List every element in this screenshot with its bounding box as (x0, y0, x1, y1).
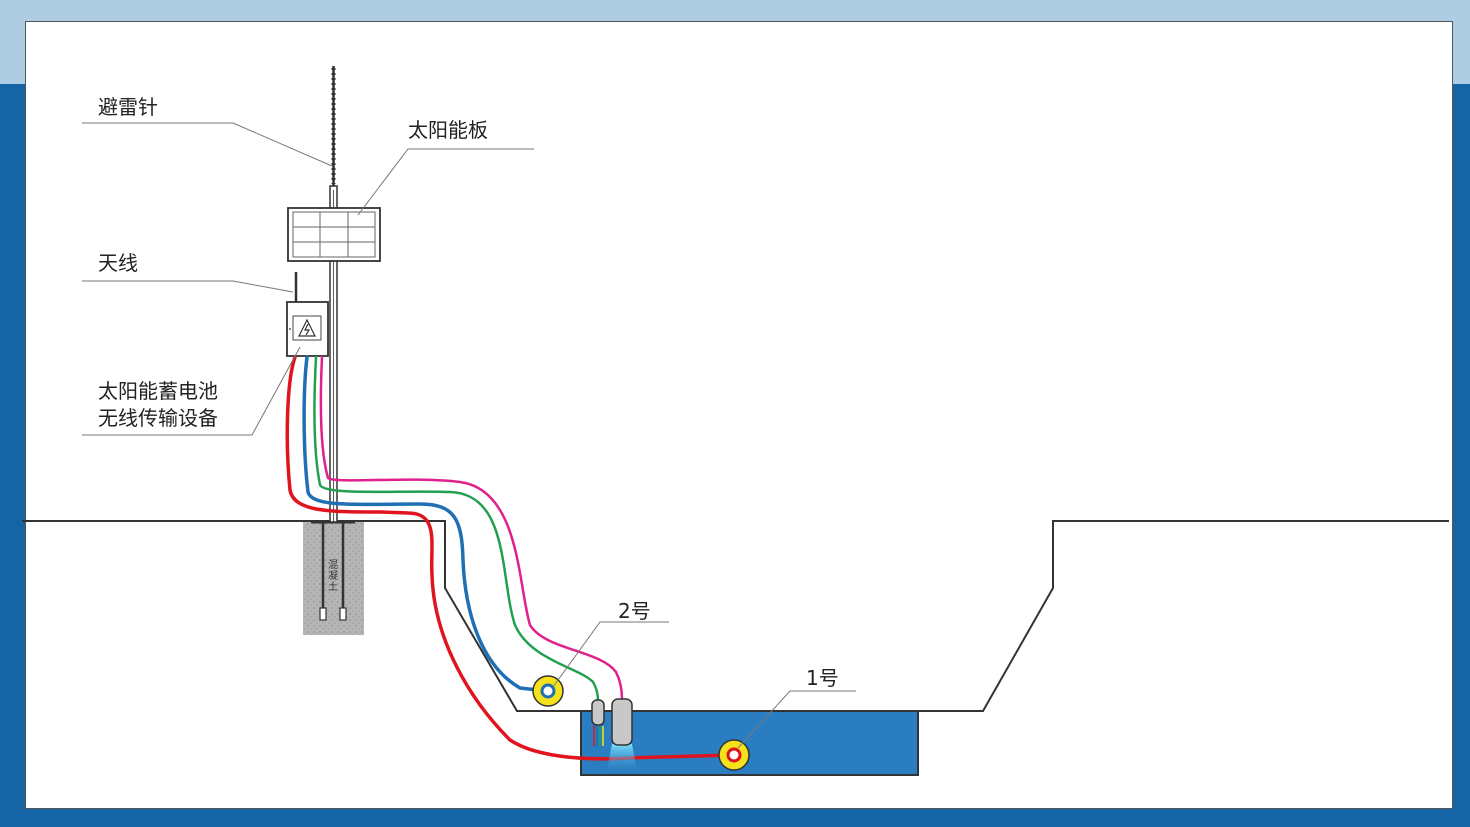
leader-solar-panel (357, 148, 534, 216)
leader-sensor-1 (737, 690, 856, 749)
radar-sensor (606, 698, 638, 775)
battery-transmission-box (286, 301, 329, 357)
cable-green (313, 355, 600, 703)
leader-sensor-2 (552, 621, 669, 688)
label-antenna: 天线 (98, 251, 138, 275)
leader-lightning-rod (82, 122, 333, 167)
label-battery-line2: 无线传输设备 (98, 406, 218, 430)
concrete-foundation (303, 522, 364, 635)
label-lightning-rod: 避雷针 (98, 95, 158, 119)
cable-pink (319, 355, 624, 701)
sensor-2-marker (532, 675, 564, 707)
ground-outline (22, 520, 1449, 776)
label-battery-line1: 太阳能蓄电池 (98, 379, 218, 403)
leader-antenna (82, 280, 294, 293)
label-sensor-2: 2号 (618, 599, 651, 623)
sensor-1-marker (718, 739, 750, 771)
water-pool (581, 711, 918, 775)
cable-red (285, 355, 735, 761)
cable-blue (302, 355, 549, 693)
label-solar-panel: 太阳能板 (408, 118, 488, 142)
label-concrete: 混凝土 (328, 560, 338, 593)
leader-battery (82, 346, 301, 436)
label-sensor-1: 1号 (806, 666, 839, 690)
probe-sensor (591, 699, 605, 746)
solar-panel (287, 207, 381, 262)
leader-lines (82, 122, 856, 749)
